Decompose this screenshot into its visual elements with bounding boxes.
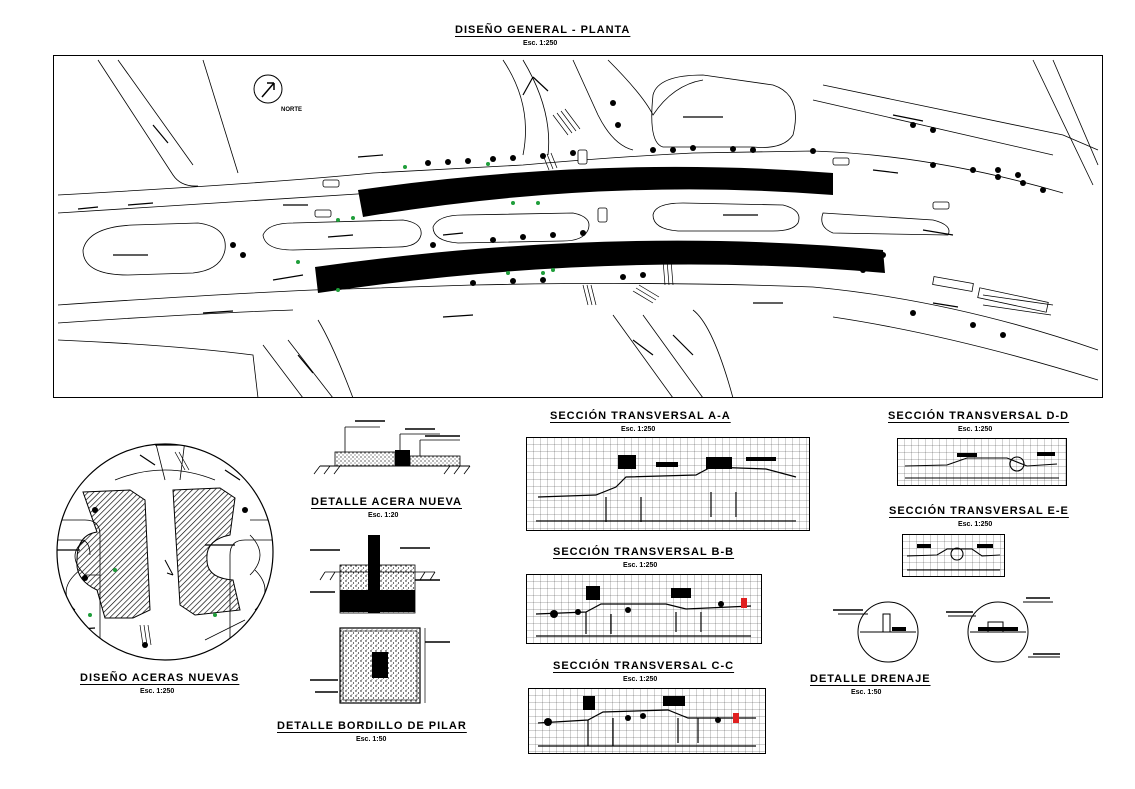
acera-nueva-detail: [313, 420, 471, 475]
aceras-nuevas-detail: [56, 443, 274, 661]
plan-scale: Esc. 1:250: [523, 40, 558, 47]
section-bb-title: SECCIÓN TRANSVERSAL B-B: [553, 546, 735, 558]
drenaje-detail: [833, 597, 1060, 663]
section-cc-title: SECCIÓN TRANSVERSAL C-C: [553, 660, 735, 672]
section-bb-scale: Esc. 1:250: [623, 562, 658, 569]
section-aa-title: SECCIÓN TRANSVERSAL A-A: [550, 410, 731, 422]
aceras-nuevas-title: DISEÑO ACERAS NUEVAS: [80, 672, 240, 684]
bordillo-pilar-scale: Esc. 1:50: [356, 736, 387, 743]
drenaje-title: DETALLE DRENAJE: [810, 673, 931, 685]
section-dd-drawing: [897, 438, 1067, 486]
plan-title: DISEÑO GENERAL - PLANTA: [455, 24, 631, 36]
drenaje-scale: Esc. 1:50: [851, 689, 882, 696]
north-arrow-icon: [253, 74, 283, 104]
bordillo-pilar-title: DETALLE BORDILLO DE PILAR: [277, 720, 467, 732]
bordillo-pilar-detail: [310, 535, 450, 704]
section-bb-drawing: [526, 574, 762, 644]
section-dd-scale: Esc. 1:250: [958, 426, 993, 433]
general-plan-drawing: NORTE: [53, 55, 1103, 398]
section-dd-title: SECCIÓN TRANSVERSAL D-D: [888, 410, 1070, 422]
acera-nueva-scale: Esc. 1:20: [368, 512, 399, 519]
section-aa-scale: Esc. 1:250: [621, 426, 656, 433]
acera-nueva-title: DETALLE ACERA NUEVA: [311, 496, 462, 508]
section-ee-title: SECCIÓN TRANSVERSAL E-E: [889, 505, 1069, 517]
section-ee-scale: Esc. 1:250: [958, 521, 993, 528]
aceras-nuevas-scale: Esc. 1:250: [140, 688, 175, 695]
north-label: NORTE: [281, 107, 302, 113]
section-cc-drawing: [528, 688, 766, 754]
section-ee-drawing: [902, 534, 1005, 577]
section-aa-drawing: [526, 437, 810, 531]
section-cc-scale: Esc. 1:250: [623, 676, 658, 683]
